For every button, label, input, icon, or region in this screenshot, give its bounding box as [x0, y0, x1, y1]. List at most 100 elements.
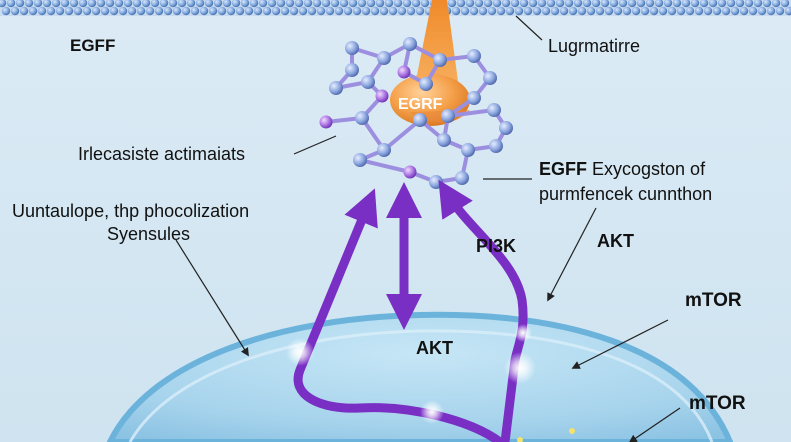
molecule-bond: [358, 158, 412, 174]
nucleus: [106, 311, 734, 442]
molecule-atom: [377, 143, 391, 157]
membrane-bead: [667, 6, 677, 16]
membrane-bead: [654, 0, 664, 8]
membrane-bead: [622, 6, 632, 16]
membrane-bead: [253, 6, 263, 16]
mtor-label-lower: mTOR: [689, 393, 746, 414]
membrane-bead: [64, 6, 74, 16]
pointer-lugrmatirre: [515, 15, 543, 41]
molecule-atom: [461, 143, 475, 157]
molecule-atom: [437, 133, 451, 147]
membrane-bead: [631, 6, 641, 16]
membrane-bead: [141, 0, 151, 8]
membrane-bead: [100, 6, 110, 16]
membrane-bead: [757, 6, 767, 16]
membrane-bead: [487, 6, 497, 16]
membrane-bead: [298, 6, 308, 16]
yellow-dot: [569, 428, 575, 434]
membrane-bead: [199, 6, 209, 16]
membrane-bead: [699, 0, 709, 8]
molecule-bond: [446, 108, 496, 118]
membrane-bead: [447, 0, 457, 8]
pathway-arrow-left: [293, 188, 505, 442]
membrane-bead: [69, 0, 79, 8]
membrane-bead: [636, 0, 646, 8]
membrane-bead: [721, 6, 731, 16]
membrane-bead: [168, 0, 178, 8]
membrane-bead: [136, 6, 146, 16]
membrane-bead: [388, 6, 398, 16]
membrane-bead: [177, 0, 187, 8]
membrane-bead: [163, 6, 173, 16]
membrane-bead: [226, 6, 236, 16]
membrane-bead: [775, 6, 785, 16]
membrane-bead: [784, 6, 791, 16]
membrane-bead: [276, 0, 286, 8]
membrane-bead: [285, 0, 295, 8]
molecule-atom: [483, 71, 497, 85]
membrane-bead: [627, 0, 637, 8]
membrane-bead: [510, 0, 520, 8]
pointer-uuntaulope: [175, 239, 249, 357]
membrane-bead: [469, 6, 479, 16]
membrane-bead: [159, 0, 169, 8]
membrane-bead: [649, 6, 659, 16]
membrane-bead: [712, 6, 722, 16]
membrane-bead: [222, 0, 232, 8]
membrane-bead: [532, 6, 542, 16]
membrane-bead: [582, 0, 592, 8]
molecule-atom: [413, 113, 427, 127]
membrane-bead: [676, 6, 686, 16]
membrane-bead: [348, 0, 358, 8]
membrane-bead: [343, 6, 353, 16]
membrane-bead: [726, 0, 736, 8]
membrane-bead: [249, 0, 259, 8]
membrane-bead: [6, 0, 16, 8]
membrane-bead: [748, 6, 758, 16]
uuntaulope-label-line1: Uuntaulope, thp phocolization: [12, 201, 250, 221]
membrane-bead: [595, 6, 605, 16]
molecule-atom: [361, 75, 375, 89]
mtor-label-upper: mTOR: [685, 290, 742, 311]
molecule-atom: [487, 103, 501, 117]
membrane-bead: [703, 6, 713, 16]
membrane-bead: [172, 6, 182, 16]
egff-exycogston-label: EGFF Exycogston of: [539, 159, 705, 180]
membrane-bead: [352, 6, 362, 16]
membrane-bead: [366, 0, 376, 8]
membrane-bead: [10, 6, 20, 16]
membrane-bead: [415, 6, 425, 16]
membrane-bead: [370, 6, 380, 16]
membrane-bead: [514, 6, 524, 16]
membrane-bead: [550, 6, 560, 16]
pathway-arrow-right: [438, 179, 528, 442]
molecule-atom: [489, 139, 503, 153]
membrane-bead: [766, 6, 776, 16]
membrane-bead: [483, 0, 493, 8]
molecule-atom: [433, 53, 447, 67]
molecule-atom: [467, 49, 481, 63]
molecule-atom: [329, 81, 343, 95]
membrane-bead: [46, 6, 56, 16]
membrane-bead: [402, 0, 412, 8]
membrane-bead: [96, 0, 106, 8]
membrane-bead: [559, 6, 569, 16]
membrane-bead: [501, 0, 511, 8]
membrane-bead: [42, 0, 52, 8]
sparkles: [286, 324, 536, 424]
membrane-bead: [690, 0, 700, 8]
membrane-bead: [154, 6, 164, 16]
membrane-bead: [379, 6, 389, 16]
molecule-atom: [429, 175, 443, 189]
molecule-atom: [377, 51, 391, 65]
membrane-bead: [645, 0, 655, 8]
membrane-bead: [753, 0, 763, 8]
membrane-bead: [186, 0, 196, 8]
uuntaulope-label-line2: Syensules: [107, 224, 191, 244]
membrane-bead: [564, 0, 574, 8]
membrane-bead: [289, 6, 299, 16]
membrane-bead: [694, 6, 704, 16]
molecule-atom: [455, 171, 469, 185]
molecule-atom: [467, 91, 481, 105]
membrane-bead: [325, 6, 335, 16]
